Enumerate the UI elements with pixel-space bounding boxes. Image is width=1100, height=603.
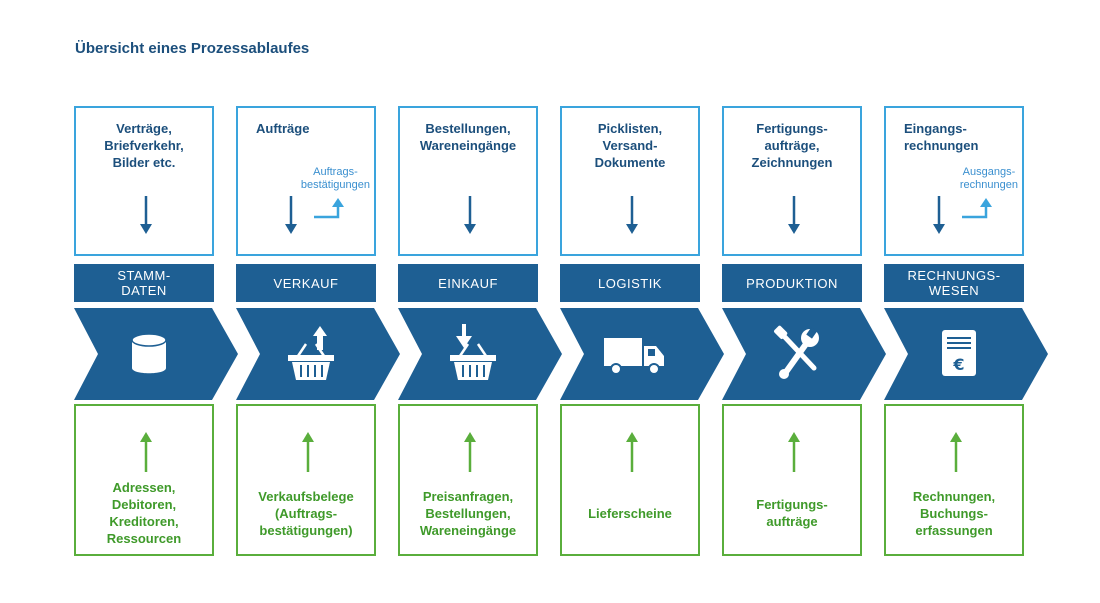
page-title: Übersicht eines Prozessablaufes xyxy=(75,40,310,57)
documents-box: Picklisten, Versand- Dokumente xyxy=(560,106,700,256)
database-icon xyxy=(131,333,167,374)
process-chevron xyxy=(236,308,400,400)
records-text: Adressen, Debitoren, Kreditoren, Ressour… xyxy=(106,480,182,546)
arrow-up-icon xyxy=(302,432,314,472)
process-column-produktion: Fertigungs- aufträge, Zeichnungen PRODUK… xyxy=(722,0,886,603)
arrow-up-icon xyxy=(140,432,152,472)
process-label: PRODUKTION xyxy=(722,264,862,302)
documents-text: Verträge, Briefverkehr, Bilder etc. xyxy=(104,121,184,170)
records-box: Adressen, Debitoren, Kreditoren, Ressour… xyxy=(74,404,214,556)
arrow-up-icon xyxy=(626,432,638,472)
svg-text:€: € xyxy=(952,355,964,374)
documents-box: Aufträge Auftrags- bestätigungen xyxy=(236,106,376,256)
documents-text: Aufträge xyxy=(256,121,310,136)
records-text: Fertigungs- aufträge xyxy=(756,497,828,529)
records-text: Rechnungen, Buchungs- erfassungen xyxy=(912,488,996,538)
process-column-verkauf: Aufträge Auftrags- bestätigungen VERKAUF… xyxy=(236,0,400,603)
documents-box: Fertigungs- aufträge, Zeichnungen xyxy=(722,106,862,256)
documents-text: Fertigungs- aufträge, Zeichnungen xyxy=(751,121,833,170)
documents-box: Bestellungen, Wareneingänge xyxy=(398,106,538,256)
documents-text: Bestellungen, Wareneingänge xyxy=(419,121,517,153)
documents-box: Verträge, Briefverkehr, Bilder etc. xyxy=(74,106,214,256)
arrow-up-icon xyxy=(788,432,800,472)
records-box: Preisanfragen, Bestellungen, Wareneingän… xyxy=(398,404,538,556)
process-chevron xyxy=(398,308,562,400)
arrow-elbow-up-icon xyxy=(314,198,344,219)
arrow-down-icon xyxy=(464,196,476,234)
records-box: Rechnungen, Buchungs- erfassungen xyxy=(884,404,1024,556)
basket-down-icon xyxy=(450,324,496,380)
arrow-down-icon xyxy=(285,196,297,234)
records-text: Preisanfragen, Bestellungen, Wareneingän… xyxy=(419,488,517,538)
process-label: EINKAUF xyxy=(398,264,538,302)
outgoing-documents-text: Auftrags- bestätigungen xyxy=(300,166,370,191)
arrow-down-icon xyxy=(933,196,945,234)
documents-box: Eingangs- rechnungen Ausgangs- rechnunge… xyxy=(884,106,1024,256)
arrow-up-icon xyxy=(464,432,476,472)
process-column-rechnungswesen: Eingangs- rechnungen Ausgangs- rechnunge… xyxy=(884,0,1048,603)
documents-text: Eingangs- rechnungen xyxy=(904,121,979,153)
records-box: Verkaufsbelege (Auftrags- bestätigungen) xyxy=(236,404,376,556)
records-text: Lieferscheine xyxy=(588,505,672,521)
invoice-euro-icon: € xyxy=(942,330,976,376)
process-column-einkauf: Bestellungen, Wareneingänge EINKAUF Prei… xyxy=(398,0,562,603)
arrow-down-icon xyxy=(626,196,638,234)
arrow-down-icon xyxy=(788,196,800,234)
process-column-logistik: Picklisten, Versand- Dokumente LOGISTIK … xyxy=(560,0,724,603)
process-label: VERKAUF xyxy=(236,264,376,302)
records-text: Verkaufsbelege (Auftrags- bestätigungen) xyxy=(258,488,354,538)
arrow-down-icon xyxy=(140,196,152,234)
tools-icon xyxy=(774,325,819,379)
process-column-stammdaten: Verträge, Briefverkehr, Bilder etc. STAM… xyxy=(74,0,238,603)
process-label: LOGISTIK xyxy=(560,264,700,302)
process-label: RECHNUNGS- WESEN xyxy=(884,264,1024,302)
records-box: Lieferscheine xyxy=(560,404,700,556)
truck-icon xyxy=(604,338,664,375)
arrow-elbow-up-icon xyxy=(962,198,992,219)
process-label: STAMM- DATEN xyxy=(74,264,214,302)
records-box: Fertigungs- aufträge xyxy=(722,404,862,556)
arrow-up-icon xyxy=(950,432,962,472)
basket-up-icon xyxy=(288,326,334,380)
outgoing-documents-text: Ausgangs- rechnungen xyxy=(959,166,1018,191)
documents-text: Picklisten, Versand- Dokumente xyxy=(594,121,666,170)
